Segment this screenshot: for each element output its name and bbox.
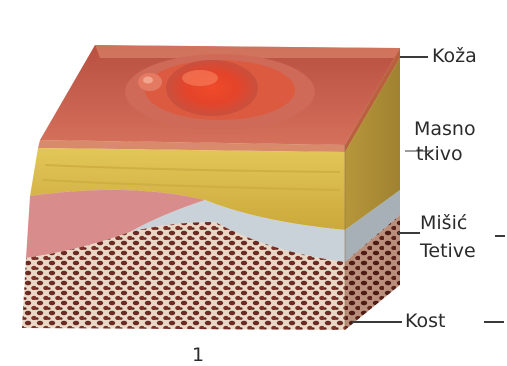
- leader-line-koza: [400, 56, 428, 58]
- label-kost: Kost: [405, 310, 446, 332]
- leader-line-kost-right: [484, 321, 504, 323]
- leader-line-misic: [398, 232, 420, 234]
- leader-line-kost: [352, 321, 402, 323]
- label-tkivo: tkivo: [416, 143, 463, 165]
- label-tetive: Tetive: [420, 240, 476, 262]
- leader-line-tetive-right: [495, 235, 505, 237]
- label-koza: Koža: [432, 45, 477, 67]
- label-misic: Mišić: [420, 212, 467, 234]
- wound-center: [166, 60, 258, 116]
- wound-highlight: [182, 70, 218, 86]
- figure-number: 1: [192, 344, 204, 366]
- label-masno: Masno: [414, 118, 476, 140]
